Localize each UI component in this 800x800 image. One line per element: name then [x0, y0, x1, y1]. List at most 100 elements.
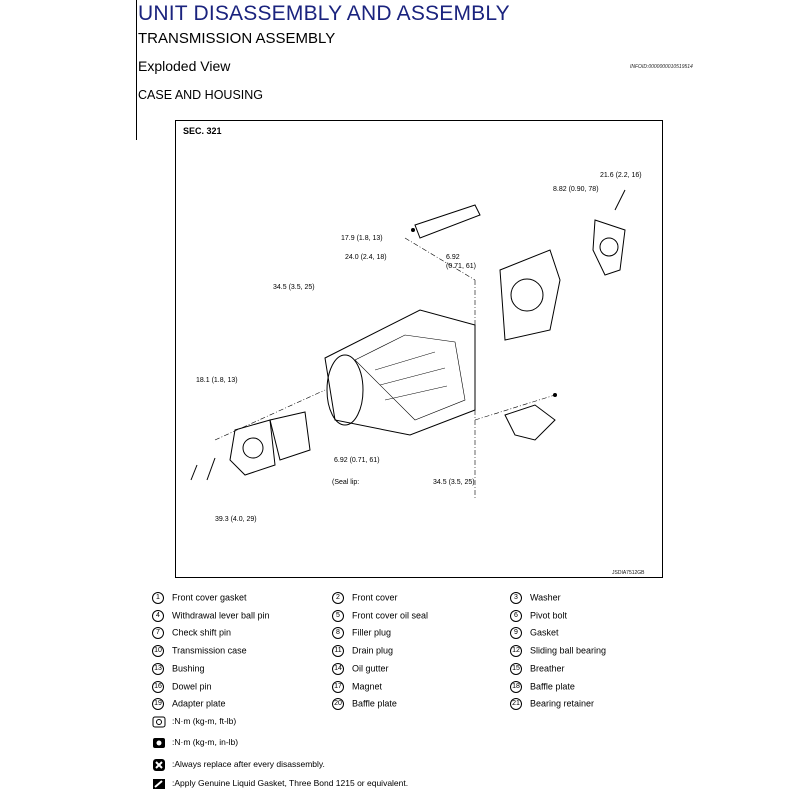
legend-item: 6 Pivot bolt [510, 609, 568, 622]
legend-label: Drain plug [352, 645, 394, 656]
legend-label: Breather [530, 663, 565, 674]
legend-label: Front cover [352, 592, 398, 603]
symbol-legend-row: :N·m (kg-m, in-lb) [152, 735, 238, 749]
front-cover-shape [229, 419, 276, 476]
exploded-view-illustration [190, 189, 626, 500]
legend-number: 15 [510, 662, 522, 675]
exploded-view-diagram [175, 120, 663, 578]
legend-label: Check shift pin [172, 627, 232, 638]
oil-gutter-shape [414, 204, 481, 239]
legend-label: Magnet [352, 680, 383, 691]
legend-number: 6 [510, 609, 522, 622]
legend-number: 14 [332, 662, 344, 675]
legend-label: Washer [530, 592, 561, 603]
legend-label: Bearing retainer [530, 698, 595, 709]
legend-item: 16 Dowel pin [152, 680, 212, 693]
legend-number: 2 [332, 592, 344, 604]
torque-callout: 34.5 (3.5, 25) [273, 284, 315, 291]
legend-number: 7 [152, 627, 164, 640]
legend-label: Oil gutter [352, 663, 389, 674]
legend-number: 16 [152, 680, 164, 693]
baffle-plate-shape [504, 404, 556, 441]
legend-label: Transmission case [172, 645, 247, 656]
symbol-legend-row: :Apply Genuine Liquid Gasket, Three Bond… [152, 776, 408, 790]
legend-label: Sliding ball bearing [530, 645, 607, 656]
page-title: UNIT DISASSEMBLY AND ASSEMBLY [138, 2, 510, 25]
legend-number: 20 [332, 698, 344, 711]
legend-item: 18 Baffle plate [510, 680, 575, 693]
legend-number: 1 [152, 592, 164, 604]
legend-number: 18 [510, 680, 522, 693]
symbol-description: :N·m (kg-m, in-lb) [172, 737, 239, 747]
page-subtitle: TRANSMISSION ASSEMBLY [138, 30, 336, 47]
legend-number: 3 [510, 592, 522, 604]
torque-callout: 8.82 (0.90, 78) [553, 186, 599, 193]
legend-item: 5 Front cover oil seal [332, 609, 429, 622]
torque-callout: 17.9 (1.8, 13) [341, 235, 383, 242]
legend-label: Dowel pin [172, 680, 212, 691]
symbol-description: :Always replace after every disassembly. [172, 759, 325, 769]
bearing-retainer-shape [592, 219, 626, 276]
section-number-label: SEC. 321 [183, 126, 222, 136]
legend-number: 4 [152, 609, 164, 622]
symbol-description: :Apply Genuine Liquid Gasket, Three Bond… [172, 778, 409, 788]
transmission-case-shape [324, 309, 476, 436]
torque-callout: 39.3 (4.0, 29) [215, 516, 257, 523]
legend-label: Pivot bolt [530, 610, 568, 621]
symbol-legend-row: :N·m (kg-m, ft-lb) [152, 714, 236, 728]
legend-item: 10 Transmission case [152, 645, 247, 658]
legend-item: 12 Sliding ball bearing [510, 645, 607, 658]
legend-item: 21 Bearing retainer [510, 698, 595, 711]
info-id: INFOID:0000000010519514 [630, 64, 693, 70]
legend-item: 4 Withdrawal lever ball pin [152, 609, 270, 622]
legend-number: 19 [152, 698, 164, 711]
legend-label: Baffle plate [530, 680, 575, 691]
front-cover-gasket-shape [269, 411, 311, 461]
figure-id: JSDIA7512GB [612, 570, 645, 576]
legend-label: Gasket [530, 627, 559, 638]
legend-item: 13 Bushing [152, 662, 205, 675]
legend-number: 21 [510, 698, 522, 711]
liquid-gasket-icon [153, 778, 165, 789]
torque-callout: 18.1 (1.8, 13) [196, 377, 238, 384]
legend-label: Front cover gasket [172, 592, 247, 603]
legend-item: 15 Breather [510, 662, 565, 675]
torque-callout: 34.5 (3.5, 25) [433, 479, 475, 486]
legend-label: Adapter plate [172, 698, 226, 709]
legend-label: Baffle plate [352, 698, 397, 709]
legend-number: 10 [152, 645, 164, 658]
subsection-title: CASE AND HOUSING [138, 88, 264, 102]
legend-number: 17 [332, 680, 344, 693]
legend-number: 8 [332, 627, 344, 640]
legend-number: 13 [152, 662, 164, 675]
legend-label: Bushing [172, 663, 205, 674]
torque-callout: (0.71, 61) [446, 263, 476, 270]
legend-label: Withdrawal lever ball pin [172, 610, 270, 621]
legend-number: 12 [510, 645, 522, 658]
legend-number: 5 [332, 609, 344, 622]
adapter-plate-shape [499, 249, 561, 341]
header-rule [136, 0, 137, 140]
section-title: Exploded View [138, 58, 231, 74]
legend-item: 1 Front cover gasket [152, 592, 247, 604]
torque-wrench-filled-icon [153, 737, 165, 748]
legend-item: 9 Gasket [510, 627, 559, 640]
legend-number: 9 [510, 627, 522, 640]
seal-lip-callout: (Seal lip: [332, 479, 360, 486]
legend-item: 14 Oil gutter [332, 662, 389, 675]
legend-label: Front cover oil seal [352, 610, 429, 621]
replace-icon [153, 758, 165, 771]
case-front-opening [326, 354, 364, 426]
torque-callout: 24.0 (2.4, 18) [345, 254, 387, 261]
torque-callout: 21.6 (2.2, 16) [600, 172, 642, 179]
symbol-description: :N·m (kg-m, ft-lb) [172, 716, 237, 726]
legend-item: 7 Check shift pin [152, 627, 232, 640]
legend-number: 11 [332, 645, 344, 658]
legend-item: 2 Front cover [332, 592, 398, 604]
legend-item: 19 Adapter plate [152, 698, 226, 711]
legend-item: 3 Washer [510, 592, 561, 604]
symbol-legend-row: :Always replace after every disassembly. [152, 757, 325, 771]
legend-item: 20 Baffle plate [332, 698, 397, 711]
torque-wrench-icon [152, 716, 166, 728]
